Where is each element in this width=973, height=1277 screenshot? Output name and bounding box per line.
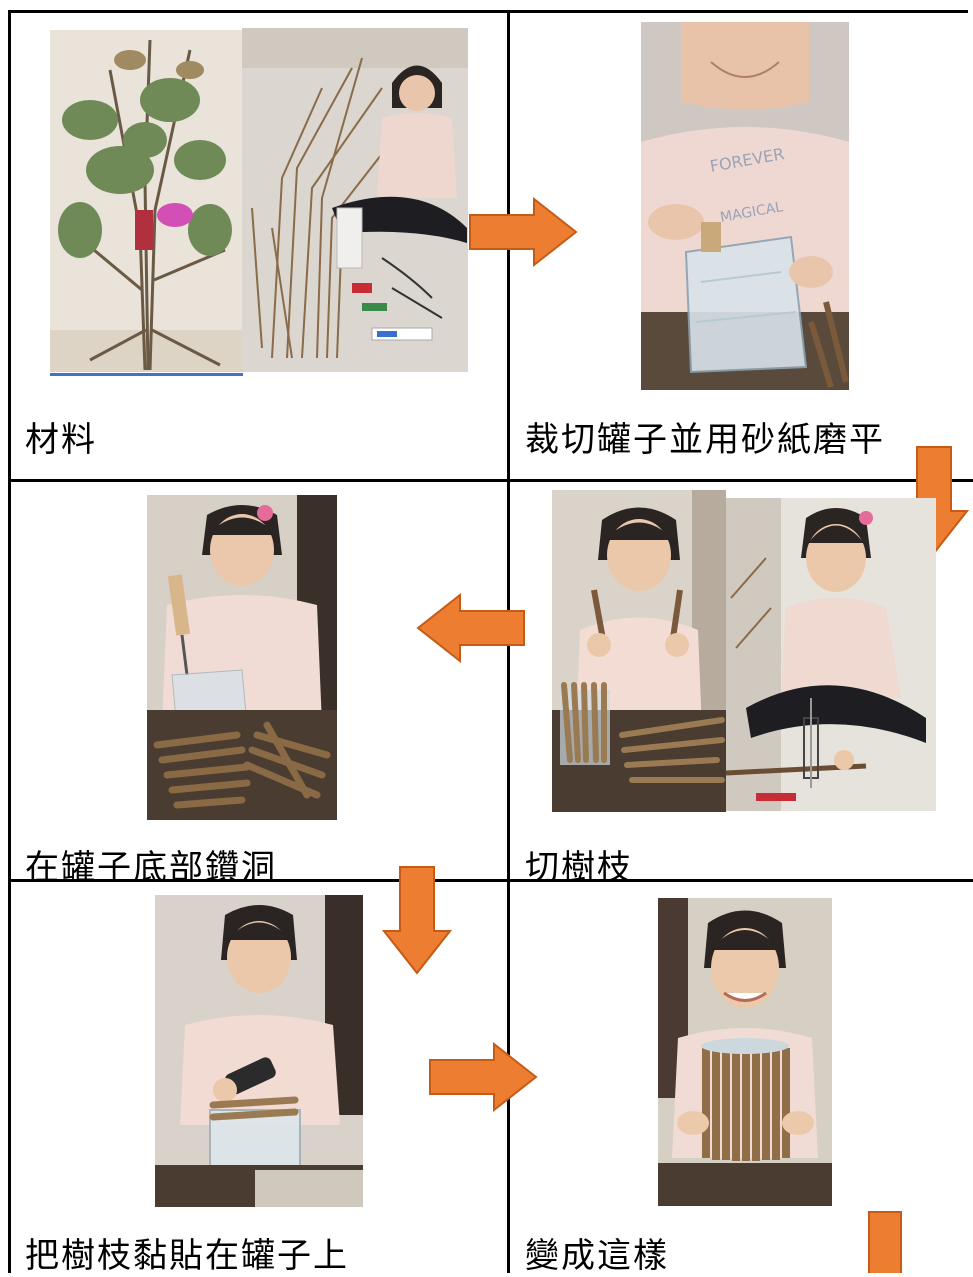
girl-with-materials-photo [242,28,468,372]
photo-underline [50,373,243,376]
branches-and-leaves-photo [50,30,242,372]
arrow-down-icon-2 [382,866,452,975]
arrow-left-icon [416,593,525,663]
caption-step2: 裁切罐子並用砂紙磨平 [525,420,885,460]
caption-step1: 材料 [25,420,97,460]
grid-line-top [8,10,968,13]
girl-holding-sticks-photo [552,490,726,812]
cutting-jar-photo: FOREVER MAGICAL [641,22,849,390]
caption-step5: 把樹枝黏貼在罐子上 [25,1236,349,1276]
arrow-right-icon-2 [429,1042,538,1112]
grid-line-row2 [8,879,973,882]
arrow-fragment-icon [868,1211,902,1273]
caption-step4: 切樹枝 [525,848,633,888]
grid-line-row1 [8,479,973,482]
gluing-sticks-photo [155,895,363,1207]
grid-line-left [8,10,11,1273]
caption-step6: 變成這樣 [525,1236,669,1276]
drilling-jar-photo [147,495,337,820]
sawing-branch-photo [726,498,936,811]
finished-jar-photo [658,898,832,1206]
arrow-right-icon [469,197,578,267]
caption-step3: 在罐子底部鑽洞 [25,848,277,888]
